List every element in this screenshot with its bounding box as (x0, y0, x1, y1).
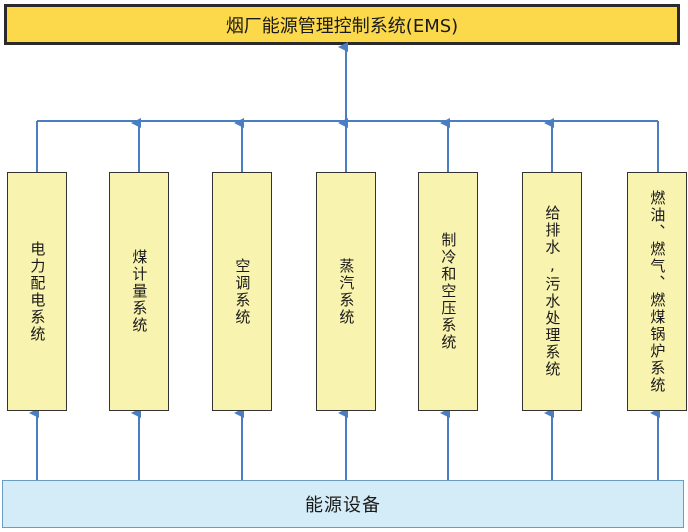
system-box-water: 给排水,污水处理系统 (522, 172, 582, 411)
system-label-coal: 煤计量系统 (130, 249, 149, 334)
system-label-boiler: 燃油、燃气、燃煤锅炉系统 (648, 189, 667, 394)
system-label-power: 电力配电系统 (28, 240, 47, 343)
system-box-steam: 蒸汽系统 (316, 172, 376, 411)
ems-title-box: 烟厂能源管理控制系统(EMS) (4, 4, 680, 45)
system-box-boiler: 燃油、燃气、燃煤锅炉系统 (627, 172, 687, 411)
system-box-refrigeration: 制冷和空压系统 (418, 172, 478, 411)
energy-equipment-box: 能源设备 (2, 480, 684, 528)
system-label-refrigeration: 制冷和空压系统 (439, 232, 458, 351)
system-box-aircon: 空调系统 (212, 172, 272, 411)
system-label-water: 给排水,污水处理系统 (543, 205, 562, 378)
energy-equipment-label: 能源设备 (305, 495, 381, 516)
system-label-steam: 蒸汽系统 (337, 257, 356, 326)
ems-title: 烟厂能源管理控制系统(EMS) (225, 15, 459, 37)
system-box-power: 电力配电系统 (7, 172, 67, 411)
system-box-coal: 煤计量系统 (109, 172, 169, 411)
system-label-aircon: 空调系统 (233, 257, 252, 326)
